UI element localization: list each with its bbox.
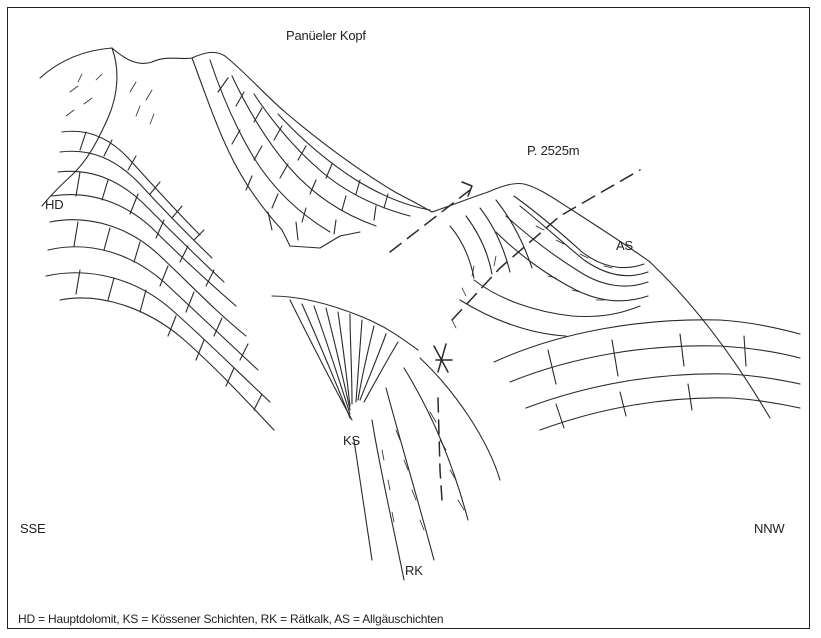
as-right-hill — [432, 183, 770, 418]
hd-bedding-layers — [46, 74, 274, 430]
point-elevation-label: P. 2525m — [527, 143, 579, 158]
hd-label: HD — [45, 197, 63, 212]
ks-syncline-fan — [272, 296, 418, 420]
rk-label: RK — [405, 563, 423, 578]
central-peak-blocks — [192, 58, 430, 248]
nnw-direction-label: NNW — [754, 521, 784, 536]
legend-caption: HD = Hauptdolomit, KS = Kössener Schicht… — [18, 612, 443, 626]
as-label: AS — [616, 238, 633, 253]
lower-right-beds — [494, 320, 800, 430]
peak-label: Panüeler Kopf — [286, 28, 366, 43]
fault-traces — [390, 170, 640, 500]
rk-lower-tongue — [354, 358, 500, 580]
sse-direction-label: SSE — [20, 521, 45, 536]
fault-arrowhead — [434, 182, 472, 372]
ks-label: KS — [343, 433, 360, 448]
left-massif-outline — [40, 48, 432, 212]
